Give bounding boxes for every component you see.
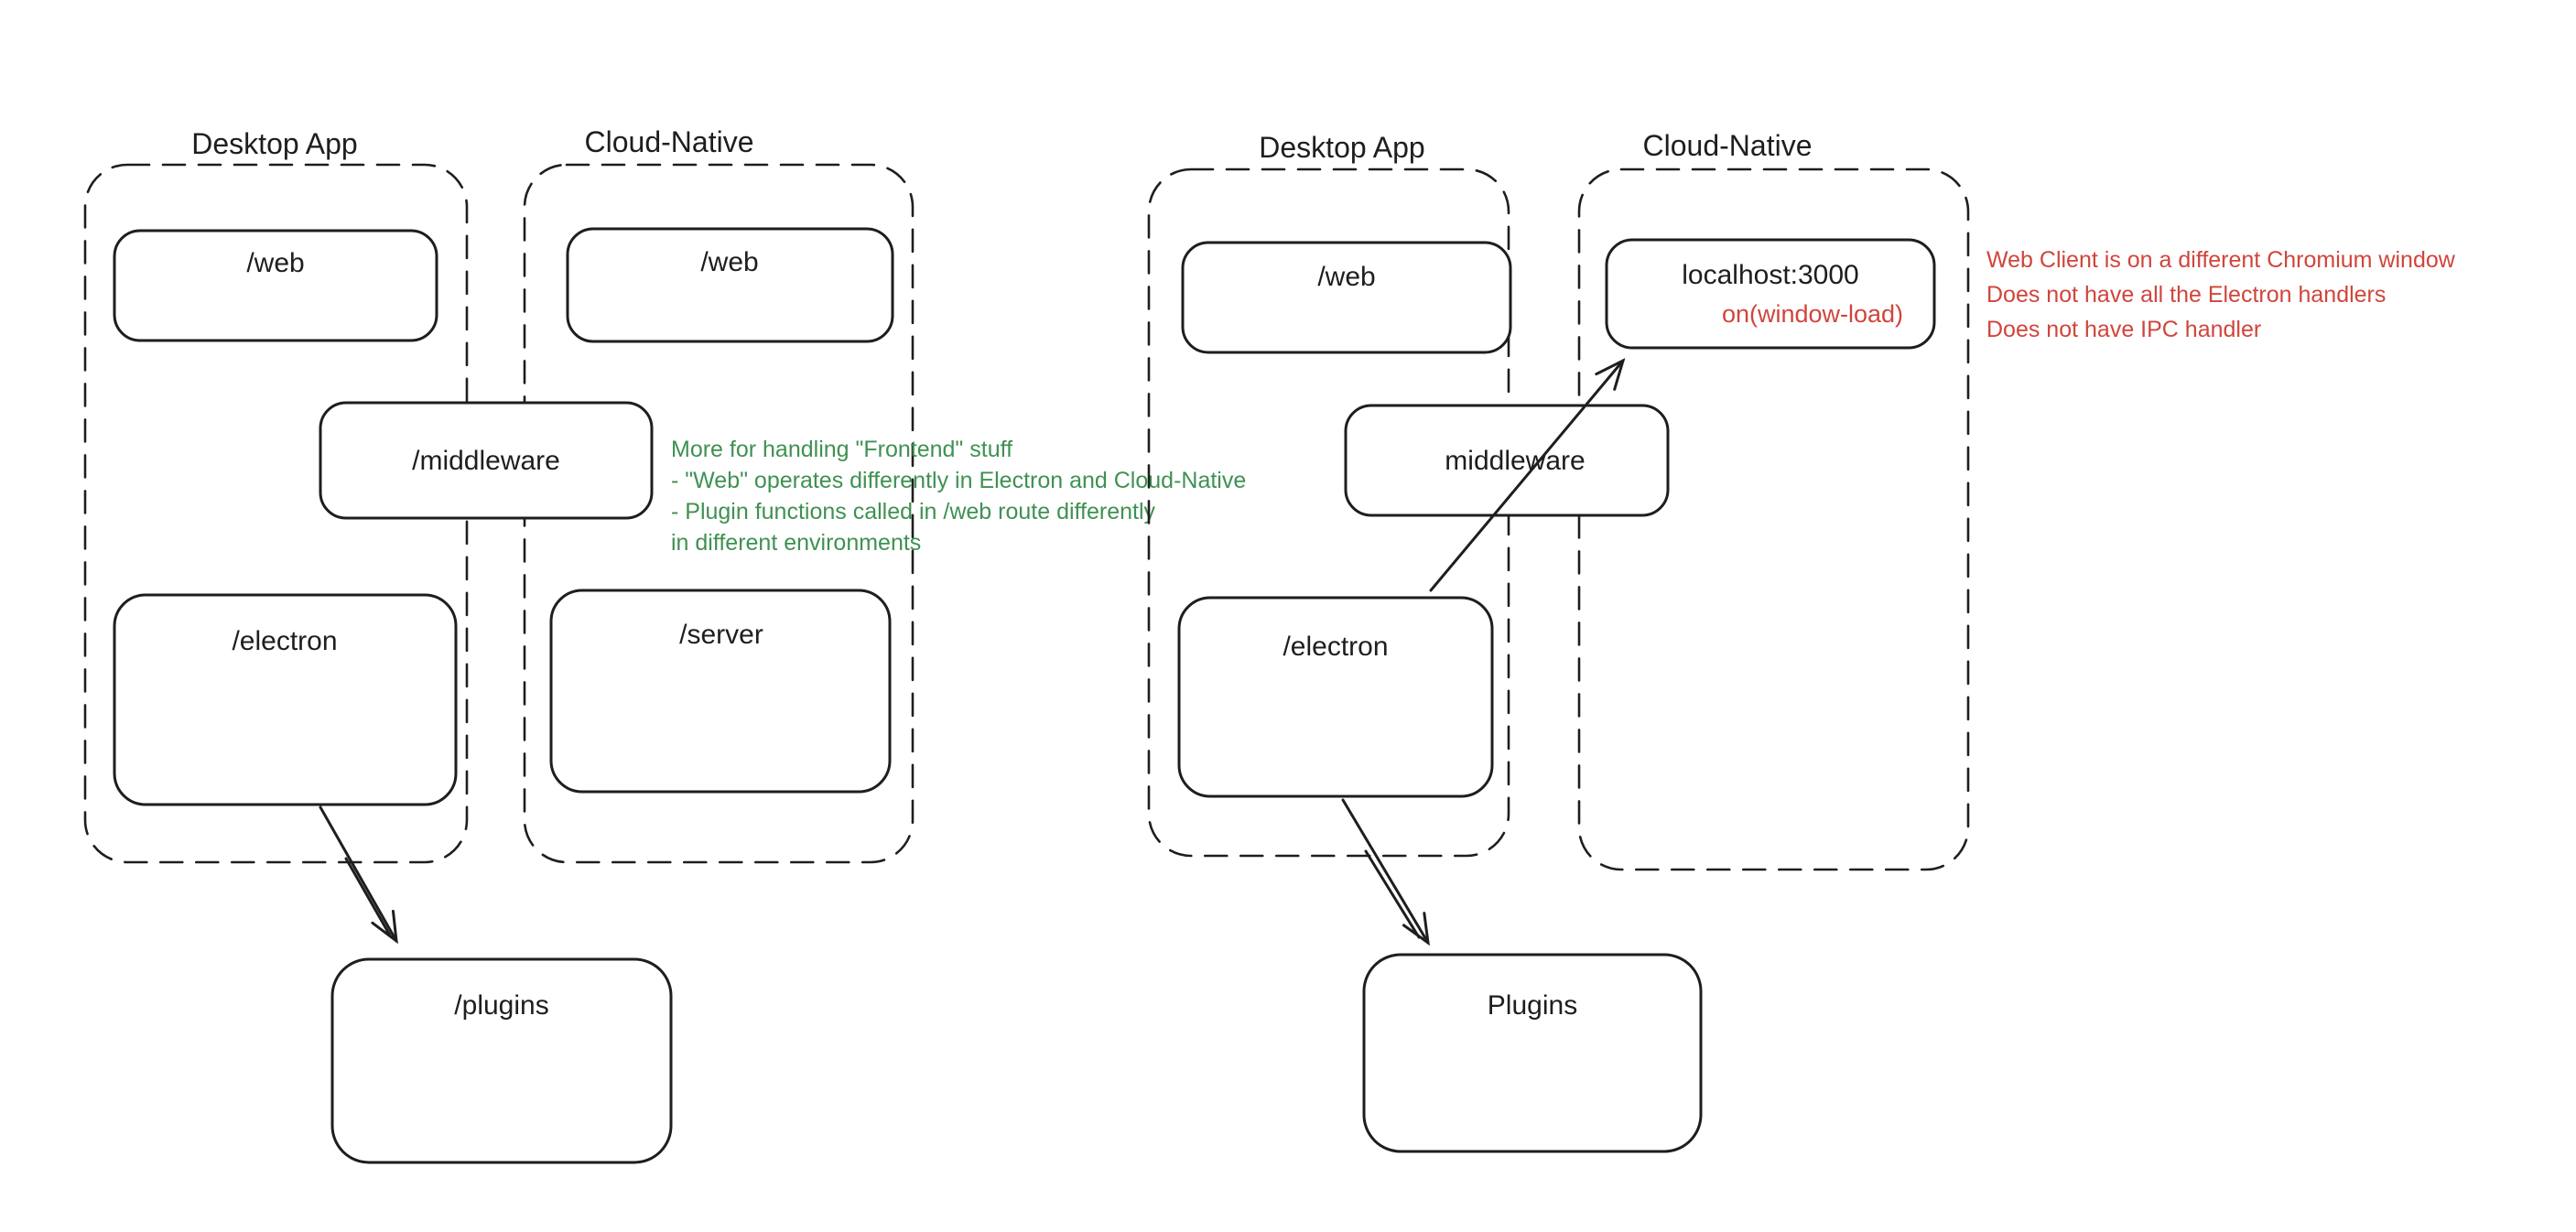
red-note-line-1[interactable]: Web Client is on a different Chromium wi… <box>1986 247 2456 273</box>
right-middleware-label[interactable]: middleware <box>1445 446 1585 476</box>
left-electron-label[interactable]: /electron <box>232 626 337 656</box>
right-desktop-app-title[interactable]: Desktop App <box>1259 131 1424 164</box>
green-note-line-1[interactable]: More for handling "Frontend" stuff <box>671 437 1012 462</box>
left-desktop-app-title[interactable]: Desktop App <box>191 127 357 160</box>
arrow-right-electron-to-plugins[interactable] <box>1341 798 1430 946</box>
left-middleware-box[interactable] <box>319 401 654 520</box>
left-server-label[interactable]: /server <box>679 620 763 650</box>
green-note[interactable]: More for handling "Frontend" stuff - "We… <box>671 437 1246 556</box>
right-cloud-native-container[interactable] <box>1577 168 1970 871</box>
arrow-left-electron-to-plugins[interactable] <box>319 805 398 945</box>
left-web-desktop-box[interactable] <box>113 229 438 342</box>
left-server-box[interactable] <box>549 589 892 794</box>
left-cloud-native-title[interactable]: Cloud-Native <box>585 125 754 158</box>
right-plugins-label[interactable]: Plugins <box>1488 990 1577 1021</box>
arrow-right-electron-to-localhost[interactable] <box>1429 358 1626 592</box>
right-web-desktop-label[interactable]: /web <box>1317 262 1375 292</box>
green-note-line-2[interactable]: - "Web" operates differently in Electron… <box>671 468 1246 493</box>
left-web-cloud-box[interactable] <box>566 227 894 343</box>
left-web-cloud-label[interactable]: /web <box>700 247 758 277</box>
left-middleware-label[interactable]: /middleware <box>412 446 560 476</box>
left-web-desktop-label[interactable]: /web <box>246 248 304 278</box>
right-electron-label[interactable]: /electron <box>1283 632 1388 662</box>
left-plugins-box[interactable] <box>330 957 673 1164</box>
red-note-line-2[interactable]: Does not have all the Electron handlers <box>1986 282 2386 308</box>
red-note[interactable]: Web Client is on a different Chromium wi… <box>1986 247 2456 342</box>
right-localhost-label[interactable]: localhost:3000 <box>1682 260 1858 290</box>
green-note-line-4[interactable]: in different environments <box>671 530 921 556</box>
right-localhost-box[interactable] <box>1605 238 1936 350</box>
right-electron-box[interactable] <box>1177 596 1494 798</box>
right-middleware-box[interactable] <box>1344 404 1670 517</box>
right-plugins-box[interactable] <box>1362 953 1703 1153</box>
left-plugins-label[interactable]: /plugins <box>454 990 548 1021</box>
left-desktop-app-container[interactable] <box>83 163 469 864</box>
right-on-window-load-label[interactable]: on(window-load) <box>1722 300 1903 328</box>
right-cloud-native-title[interactable]: Cloud-Native <box>1643 129 1813 162</box>
red-note-line-3[interactable]: Does not have IPC handler <box>1986 317 2261 342</box>
right-web-desktop-box[interactable] <box>1181 241 1512 354</box>
left-electron-box[interactable] <box>113 593 458 806</box>
green-note-line-3[interactable]: - Plugin functions called in /web route … <box>671 499 1156 524</box>
